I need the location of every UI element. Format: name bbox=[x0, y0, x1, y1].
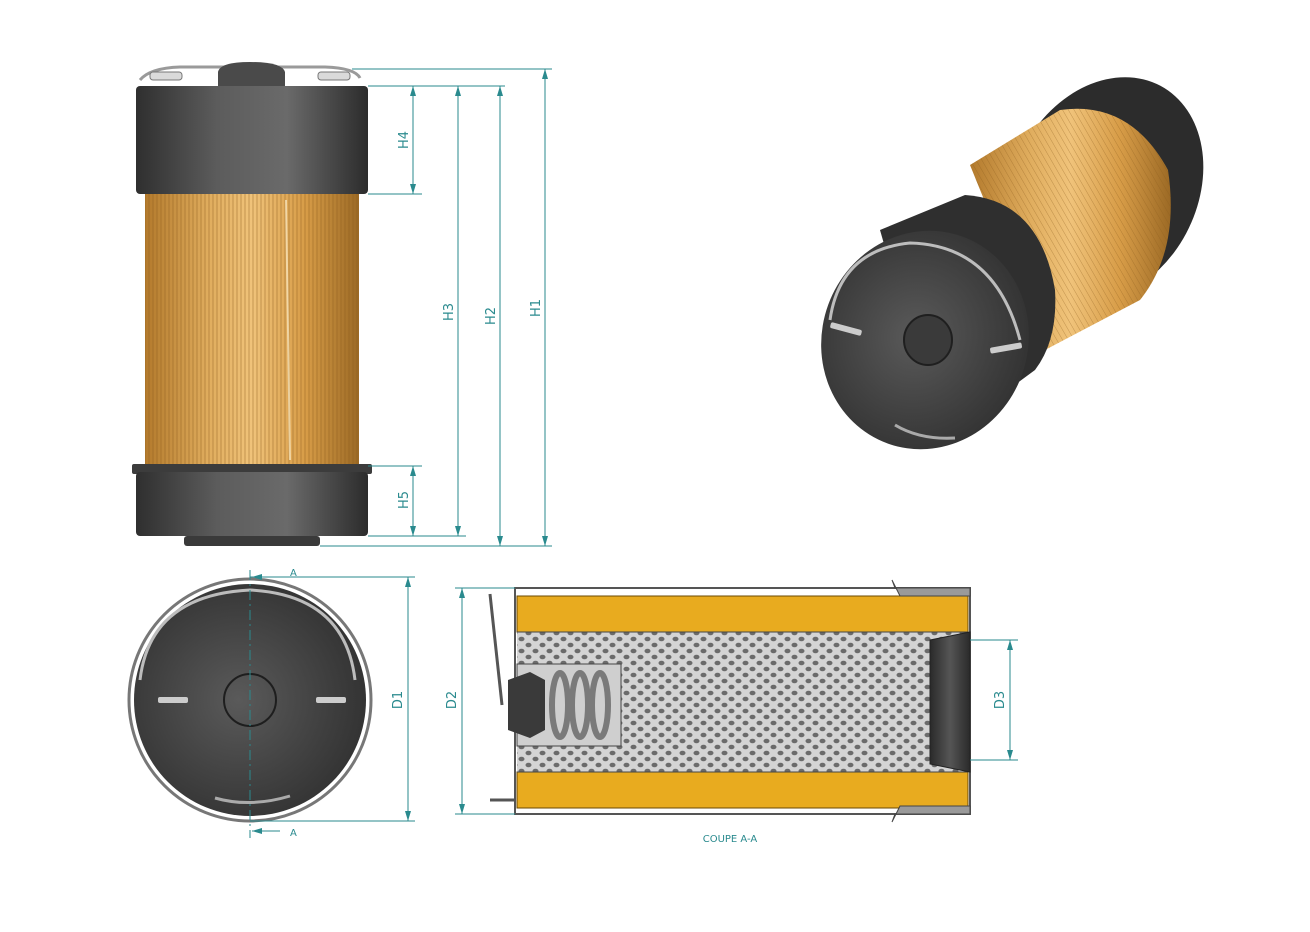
front-view bbox=[132, 62, 372, 546]
section-marker-top: A bbox=[290, 568, 297, 579]
section-caption: COUPE A-A bbox=[703, 834, 758, 845]
section-media-bottom bbox=[516, 771, 969, 809]
end-view-dimensions bbox=[250, 576, 415, 832]
top-end-cap bbox=[136, 86, 368, 194]
section-view-arrows bbox=[459, 588, 1013, 814]
dim-label-h4: H4 bbox=[397, 131, 412, 149]
section-handle-lever bbox=[488, 593, 504, 706]
end-view-arrows bbox=[252, 574, 411, 834]
center-hole bbox=[903, 314, 953, 366]
dim-label-h1: H1 bbox=[529, 299, 544, 317]
dim-label-d2: D2 bbox=[445, 691, 460, 709]
iso-clip-left bbox=[830, 322, 862, 336]
bottom-end-cap-lip bbox=[132, 464, 372, 474]
dim-label-h5: H5 bbox=[397, 491, 412, 509]
bypass-valve-poppet bbox=[508, 672, 545, 738]
dim-label-h2: H2 bbox=[484, 307, 499, 325]
outlet-tube bbox=[929, 631, 971, 773]
front-view-dimensions bbox=[320, 68, 552, 547]
handle-clip-left bbox=[149, 71, 183, 81]
handle-clip-right bbox=[317, 71, 351, 81]
section-bottom-flange bbox=[891, 805, 971, 823]
dimension-arrows bbox=[410, 69, 548, 546]
end-clip-left bbox=[158, 697, 188, 703]
section-top-flange bbox=[891, 579, 971, 597]
end-view bbox=[127, 570, 373, 838]
bypass-spring bbox=[549, 670, 611, 740]
dim-label-h3: H3 bbox=[442, 303, 457, 321]
isometric-view bbox=[821, 77, 1204, 450]
section-media-top bbox=[516, 595, 969, 633]
dim-label-d1: D1 bbox=[391, 691, 406, 709]
top-knob bbox=[218, 62, 285, 88]
section-view bbox=[488, 579, 971, 823]
end-bottom-grip bbox=[214, 794, 291, 805]
dim-label-d3: D3 bbox=[993, 691, 1008, 709]
bottom-end-cap bbox=[136, 472, 368, 536]
iso-handle-wire bbox=[828, 241, 1022, 341]
bottom-spigot bbox=[184, 536, 320, 546]
iso-clip-right bbox=[990, 342, 1022, 354]
section-marker-bottom: A bbox=[290, 828, 297, 839]
end-clip-right bbox=[316, 697, 346, 703]
iso-bottom-grip bbox=[894, 423, 956, 440]
